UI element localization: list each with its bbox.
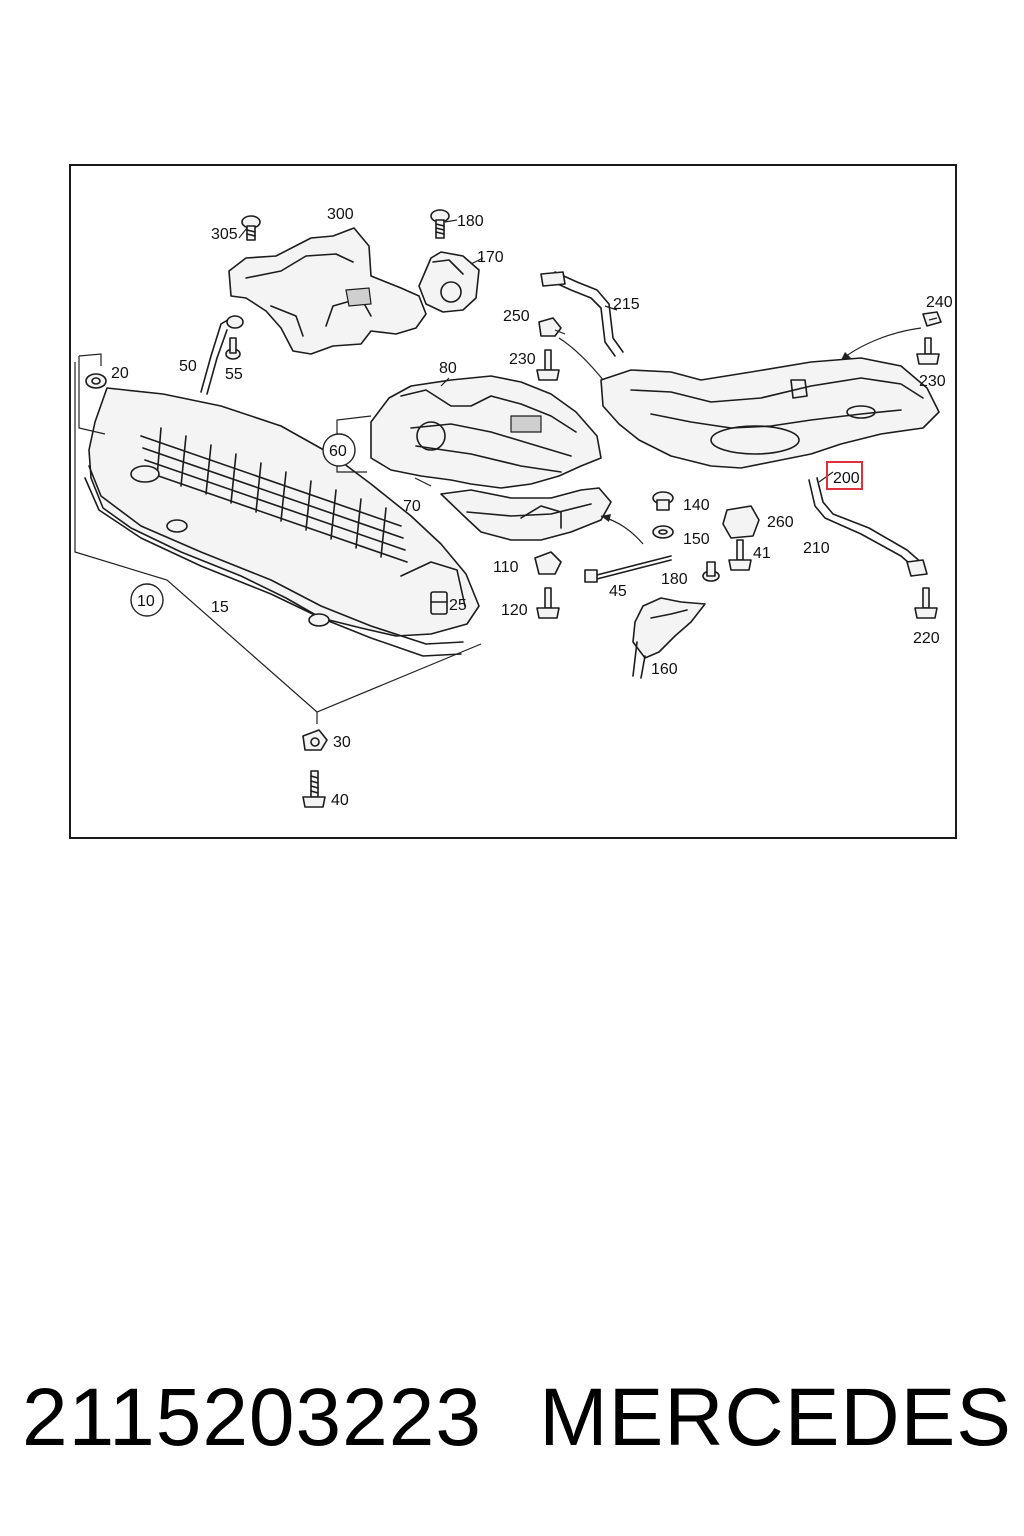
part-200-underbody-panel xyxy=(600,357,940,469)
callout-180-lower: 180 xyxy=(661,571,688,588)
part-210-strap xyxy=(808,477,928,577)
callout-25: 25 xyxy=(449,597,467,614)
part-41-screw xyxy=(728,539,752,571)
brand-name: MERCEDES xyxy=(539,1372,1012,1463)
part-70-rear-shield xyxy=(440,487,612,541)
callout-210: 210 xyxy=(803,540,830,557)
part-300-upper-cover xyxy=(228,227,427,355)
part-230-screw-left xyxy=(536,349,560,381)
callout-110: 110 xyxy=(493,559,519,576)
callout-70: 70 xyxy=(403,498,421,515)
parts-diagram-frame: 305 300 180 170 50 55 20 80 60 70 10 15 … xyxy=(69,164,957,839)
callout-labels: 305 300 180 170 50 55 20 80 60 70 10 15 … xyxy=(111,206,953,809)
part-110-speed-nut xyxy=(534,551,562,575)
callout-240: 240 xyxy=(926,294,953,311)
part-215-bracket xyxy=(540,271,624,357)
callout-55: 55 xyxy=(225,366,243,383)
callout-40: 40 xyxy=(331,792,349,809)
callout-305: 305 xyxy=(211,226,238,243)
part-25-clip xyxy=(430,591,448,615)
callout-160: 160 xyxy=(651,661,678,678)
part-150-nut xyxy=(652,525,674,539)
callout-300: 300 xyxy=(327,206,354,223)
callout-170: 170 xyxy=(477,249,504,266)
callout-200: 200 xyxy=(833,470,860,487)
callout-30: 30 xyxy=(333,734,351,751)
part-230-screw-right xyxy=(916,337,940,365)
part-55-bolt xyxy=(225,337,241,360)
part-80-center-shield xyxy=(370,375,602,489)
part-180-bolt-top xyxy=(430,209,450,239)
callout-180-top: 180 xyxy=(457,213,484,230)
part-20-bracket-outline xyxy=(78,353,106,435)
callout-215: 215 xyxy=(613,296,640,313)
callout-60: 60 xyxy=(329,443,347,460)
part-180-bolt-lower xyxy=(702,561,720,582)
part-40-screw xyxy=(302,770,326,808)
callout-45: 45 xyxy=(609,583,627,600)
part-45-cable-tie xyxy=(584,555,672,583)
part-30-speed-nut xyxy=(302,729,328,751)
part-250-clip xyxy=(538,317,562,337)
callout-220: 220 xyxy=(913,630,940,647)
part-160-bracket xyxy=(632,597,706,679)
callout-230-right: 230 xyxy=(919,373,946,390)
part-170-bracket xyxy=(418,251,480,313)
part-140-grommet xyxy=(652,491,674,511)
underbody-panel-exploded-diagram: 305 300 180 170 50 55 20 80 60 70 10 15 … xyxy=(74,206,953,809)
part-260-pad xyxy=(722,505,760,539)
part-220-screw xyxy=(914,587,938,619)
part-info-footer: 2115203223 MERCEDES xyxy=(22,1368,1012,1468)
callout-260: 260 xyxy=(767,514,794,531)
group-60-outline xyxy=(322,415,372,473)
callout-15: 15 xyxy=(211,599,229,616)
group-10-circle xyxy=(130,583,164,617)
callout-10: 10 xyxy=(137,593,155,610)
part-20-clip xyxy=(85,373,107,389)
part-305-bolt xyxy=(241,215,261,241)
callout-20: 20 xyxy=(111,365,129,382)
group-10-outline xyxy=(74,362,482,724)
callout-120: 120 xyxy=(501,602,528,619)
callout-140: 140 xyxy=(683,497,710,514)
callout-41: 41 xyxy=(753,545,771,562)
part-15-grille-mesh xyxy=(140,427,408,563)
callout-80: 80 xyxy=(439,360,457,377)
callout-200-highlight xyxy=(826,461,863,490)
part-number: 2115203223 xyxy=(22,1372,482,1463)
callout-230-left: 230 xyxy=(509,351,536,368)
callout-150: 150 xyxy=(683,531,710,548)
part-120-screw xyxy=(536,587,560,619)
callout-250: 250 xyxy=(503,308,530,325)
callout-50: 50 xyxy=(179,358,197,375)
part-50-strap xyxy=(200,315,244,395)
